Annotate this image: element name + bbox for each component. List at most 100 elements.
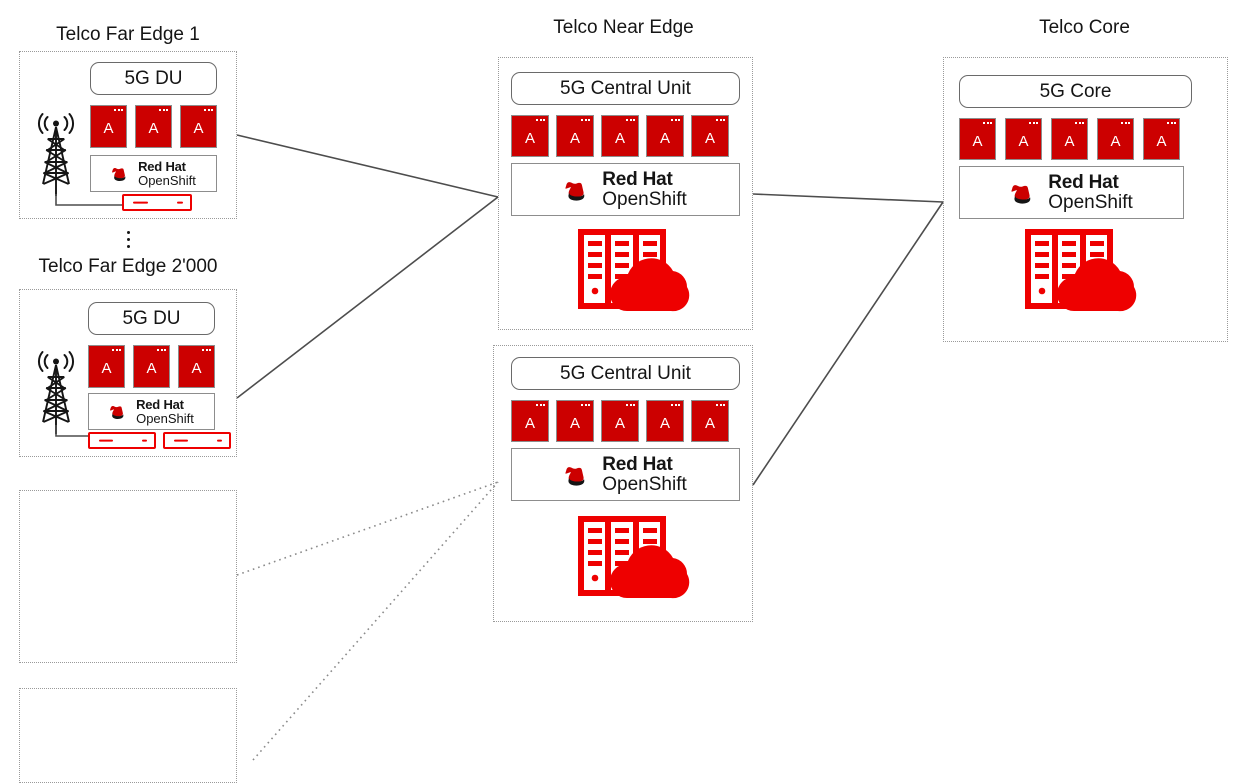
app-tile[interactable]: A xyxy=(691,115,729,157)
function-box-5g-du-fe2000[interactable]: 5G DU xyxy=(88,302,215,335)
app-tiles-core: A A A A A xyxy=(959,118,1180,160)
switch-port-indicator xyxy=(98,439,114,442)
app-tiles-fe1: A A A xyxy=(90,105,217,148)
app-tile[interactable]: A xyxy=(1143,118,1180,160)
redhat-wordmark: Red Hat OpenShift xyxy=(136,398,194,425)
app-tile-label: A xyxy=(146,360,157,377)
app-tile[interactable]: A xyxy=(133,345,170,388)
app-tile[interactable]: A xyxy=(90,105,127,148)
network-switch[interactable] xyxy=(163,432,231,449)
app-menu-dots-icon xyxy=(536,119,545,121)
function-box-5g-du-fe1[interactable]: 5G DU xyxy=(90,62,217,95)
app-tile[interactable]: A xyxy=(180,105,217,148)
network-switch[interactable] xyxy=(88,432,156,449)
redhat-logo-lockup: Red Hat OpenShift xyxy=(109,398,194,425)
network-switch[interactable] xyxy=(122,194,192,211)
app-menu-dots-icon xyxy=(1075,122,1084,124)
platform-brand-line1: Red Hat xyxy=(1048,172,1119,194)
app-tile[interactable]: A xyxy=(556,115,594,157)
zone-far-edge-placeholder-1 xyxy=(19,490,237,663)
platform-openshift-core[interactable]: Red Hat OpenShift xyxy=(959,166,1184,219)
app-tiles-fe2000: A A A xyxy=(88,345,215,388)
tower-cable-fe2000 xyxy=(55,425,95,437)
app-tile-label: A xyxy=(193,120,204,137)
link-faredge1-nearedge1 xyxy=(236,134,499,198)
antenna-tower-icon xyxy=(38,351,74,434)
app-tile[interactable]: A xyxy=(646,115,684,157)
platform-openshift-fe1[interactable]: Red Hat OpenShift xyxy=(90,155,217,192)
redhat-fedora-icon xyxy=(112,167,126,181)
app-tile[interactable]: A xyxy=(511,400,549,442)
function-box-5g-cu-ne2[interactable]: 5G Central Unit xyxy=(511,357,740,390)
app-tile[interactable]: A xyxy=(691,400,729,442)
app-menu-dots-icon xyxy=(202,349,211,351)
zone-telco-core xyxy=(943,57,1228,342)
function-box-5g-core[interactable]: 5G Core xyxy=(959,75,1192,108)
app-tile-label: A xyxy=(1064,132,1075,150)
diagram-canvas: Telco Far Edge 1 Telco Far Edge 2'000 Te… xyxy=(19,17,1228,783)
platform-openshift-fe2000[interactable]: Red Hat OpenShift xyxy=(88,393,215,430)
switch-port-indicator xyxy=(173,439,189,442)
zone-title-far-edge-2000: Telco Far Edge 2'000 xyxy=(38,256,218,277)
platform-openshift-ne1[interactable]: Red Hat OpenShift xyxy=(511,163,740,216)
zone-near-edge-1 xyxy=(498,57,753,330)
switch-port-indicator xyxy=(133,201,148,204)
app-tile[interactable]: A xyxy=(511,115,549,157)
redhat-logo-lockup: Red Hat OpenShift xyxy=(111,160,196,187)
zone-title-far-edge-1: Telco Far Edge 1 xyxy=(56,24,200,45)
app-tile-label: A xyxy=(1018,132,1029,150)
function-box-5g-cu-ne1[interactable]: 5G Central Unit xyxy=(511,72,740,105)
app-menu-dots-icon xyxy=(983,122,992,124)
link-faredge2000-nearedge1 xyxy=(236,196,499,399)
app-tile-label: A xyxy=(704,129,715,147)
link-empty2-nearedge2 xyxy=(252,481,499,761)
app-menu-dots-icon xyxy=(1029,122,1038,124)
app-menu-dots-icon xyxy=(157,349,166,351)
redhat-wordmark: Red Hat OpenShift xyxy=(602,455,687,494)
app-tile[interactable]: A xyxy=(556,400,594,442)
platform-brand-line1: Red Hat xyxy=(602,169,673,191)
app-tile[interactable]: A xyxy=(601,115,639,157)
app-tile-label: A xyxy=(191,360,202,377)
app-tile-label: A xyxy=(972,132,983,150)
app-tiles-ne2: A A A A A xyxy=(511,400,729,442)
app-tile[interactable]: A xyxy=(1051,118,1088,160)
switch-status-led xyxy=(141,439,147,442)
app-tile-label: A xyxy=(101,360,112,377)
redhat-logo-lockup: Red Hat OpenShift xyxy=(564,170,687,209)
redhat-fedora-icon xyxy=(110,405,124,419)
link-nearedge1-core xyxy=(752,193,944,203)
app-tile[interactable]: A xyxy=(959,118,996,160)
redhat-wordmark: Red Hat OpenShift xyxy=(138,160,196,187)
datacenter-cloud-icon xyxy=(578,516,690,599)
app-tile[interactable]: A xyxy=(88,345,125,388)
app-menu-dots-icon xyxy=(626,119,635,121)
app-tile-label: A xyxy=(659,129,670,147)
app-tile-label: A xyxy=(659,414,670,432)
app-tile[interactable]: A xyxy=(178,345,215,388)
app-tile-label: A xyxy=(614,129,625,147)
switch-status-led xyxy=(216,439,222,442)
app-tile[interactable]: A xyxy=(135,105,172,148)
redhat-fedora-icon xyxy=(1011,184,1031,204)
app-menu-dots-icon xyxy=(716,404,725,406)
app-tile-label: A xyxy=(103,120,114,137)
app-menu-dots-icon xyxy=(114,109,123,111)
app-tile[interactable]: A xyxy=(1097,118,1134,160)
app-tile-label: A xyxy=(1110,132,1121,150)
app-tile[interactable]: A xyxy=(601,400,639,442)
platform-brand-line2: OpenShift xyxy=(602,188,687,210)
app-menu-dots-icon xyxy=(159,109,168,111)
vertical-ellipsis-far-edges xyxy=(127,231,130,248)
app-tile[interactable]: A xyxy=(646,400,684,442)
platform-openshift-ne2[interactable]: Red Hat OpenShift xyxy=(511,448,740,501)
link-empty1-nearedge2 xyxy=(236,481,499,576)
datacenter-cloud-icon xyxy=(578,229,690,312)
app-tile[interactable]: A xyxy=(1005,118,1042,160)
platform-brand-line2: OpenShift xyxy=(138,172,196,188)
app-tile-label: A xyxy=(569,414,580,432)
platform-brand-line1: Red Hat xyxy=(136,397,184,413)
app-tile-label: A xyxy=(569,129,580,147)
switch-status-led xyxy=(177,201,183,204)
redhat-logo-lockup: Red Hat OpenShift xyxy=(1010,173,1133,212)
